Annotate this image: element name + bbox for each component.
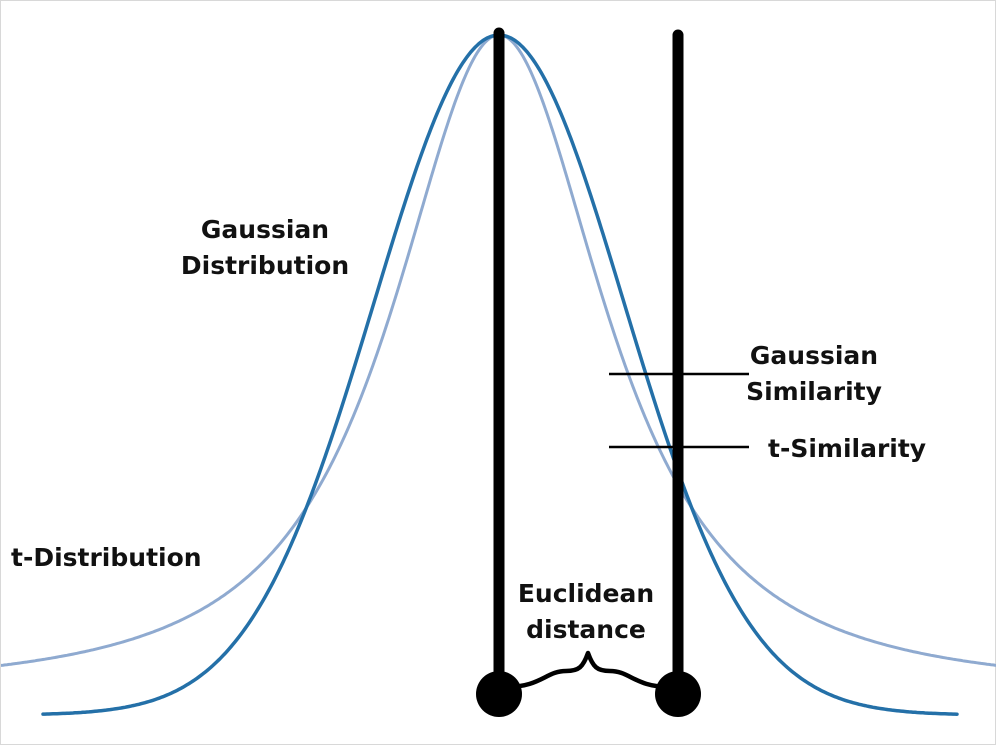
gaussian-similarity-label-line2: Similarity (746, 377, 882, 406)
gaussian-distribution-label-line1: Gaussian (200, 215, 330, 244)
right-point-marker (655, 671, 701, 717)
distance-brace (505, 650, 671, 690)
t-similarity-label: t-Similarity (768, 434, 927, 463)
gaussian-distribution-label-line2: Distribution (180, 251, 350, 280)
left-point-marker (476, 671, 522, 717)
t-distribution-label: t-Distribution (11, 543, 202, 572)
gaussian-similarity-label: Gaussian Similarity (744, 338, 884, 410)
gaussian-similarity-label-line1: Gaussian (749, 341, 879, 370)
euclidean-distance-label-line2: distance (526, 615, 646, 644)
euclidean-distance-label-line1: Euclidean (517, 579, 655, 608)
euclidean-distance-label: Euclidean distance (506, 576, 666, 648)
gaussian-distribution-label: Gaussian Distribution (175, 212, 355, 284)
